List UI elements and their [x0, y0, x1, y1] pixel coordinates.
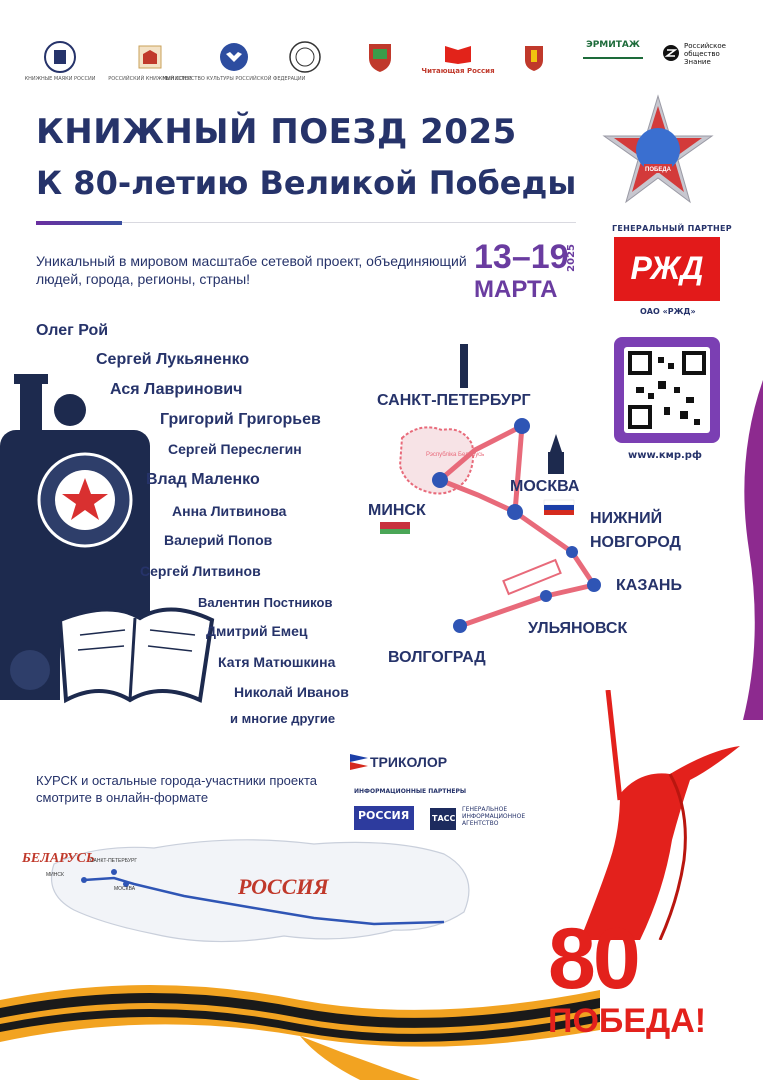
- city-label-minsk: МИНСК: [368, 502, 426, 519]
- divider-accent: [36, 221, 122, 225]
- qr-code[interactable]: [614, 337, 720, 443]
- event-year: 2025: [566, 244, 577, 272]
- city-dot-volgograd: [453, 619, 467, 633]
- logo-book-union: РОССИЙСКИЙ КНИЖНЫЙ СОЮЗ: [108, 40, 192, 82]
- city-dot-nn: [566, 546, 578, 558]
- author-name: Сергей Литвинов: [140, 563, 261, 579]
- website-link[interactable]: www.кмр.рф: [628, 450, 702, 461]
- rzd-name: ОАО «РЖД»: [640, 307, 696, 316]
- general-partner-label: ГЕНЕРАЛЬНЫЙ ПАРТНЕР: [612, 224, 732, 233]
- logo-round-seal: [285, 40, 325, 74]
- city-label-volgograd: ВОЛГОГРАД: [388, 649, 486, 666]
- eagle-emblem-icon: [220, 43, 248, 71]
- city-dot-minsk: [432, 472, 448, 488]
- russia-flag-icon: [543, 499, 575, 515]
- russia-outline: [50, 839, 470, 943]
- logo-shield-emblem: [360, 40, 400, 74]
- order-label: ПОБЕДА: [645, 167, 672, 173]
- author-name: Дмитрий Емец: [206, 623, 308, 639]
- map-label-russia: РОССИЯ: [237, 874, 329, 899]
- tricolor-logo-icon: [350, 754, 368, 770]
- map-label-belarus: БЕЛАРУСЬ: [21, 851, 95, 866]
- logo-chitayushchaya-rossiya: Читающая Россия: [421, 40, 495, 75]
- victory-word: ПОБЕДА!: [548, 1002, 707, 1040]
- city-label-ulyanovsk: УЛЬЯНОВСК: [528, 620, 628, 637]
- round-seal-icon: [289, 41, 321, 73]
- kremlin-tower-icon: [550, 434, 562, 452]
- city-crest-icon: [525, 46, 543, 71]
- qr-code-icon: [628, 351, 706, 429]
- page-subtitle: К 80-летию Великой Победы: [36, 164, 577, 202]
- info-partners-label: ИНФОРМАЦИОННЫЕ ПАРТНЕРЫ: [354, 788, 467, 795]
- logo-city-crest: [514, 40, 554, 74]
- motherland-statue-icon: [580, 690, 740, 940]
- divider: [36, 222, 576, 223]
- page-title: КНИЖНЫЙ ПОЕЗД 2025: [36, 112, 517, 152]
- author-name: Валерий Попов: [164, 532, 273, 548]
- author-name: Олег Рой: [36, 322, 109, 339]
- victory-80-number: 80: [548, 911, 641, 1007]
- author-name: Катя Матюшкина: [218, 654, 336, 670]
- author-name: Сергей Переслегин: [168, 441, 302, 457]
- route-map: Рэспубліка Беларусь: [380, 344, 601, 633]
- belarus-outline: [398, 426, 475, 495]
- city-label-nn-line1: НИЖНИЙ: [590, 510, 663, 527]
- tass-logo: ТАСС: [430, 808, 456, 830]
- route-line-minsk: [439, 477, 517, 515]
- author-name: Сергей Лукьяненко: [96, 351, 250, 368]
- order-of-victory-star-icon: ПОБЕДА: [602, 94, 714, 204]
- event-month: МАРТА: [474, 276, 558, 303]
- author-name: и многие другие: [230, 711, 336, 726]
- tricolor-logo: ТРИКОЛОР: [370, 754, 448, 770]
- author-name: Влад Маленко: [146, 471, 260, 488]
- belarus-flag-icon: [380, 522, 410, 534]
- rzd-logo: РЖД: [614, 237, 720, 301]
- book-ship-icon: [44, 41, 76, 73]
- map-label-moscow: МОСКВА: [114, 886, 136, 892]
- city-dot-kazan: [587, 578, 601, 592]
- online-format-note: КУРСК и остальные города-участники проек…: [36, 773, 318, 805]
- rzd-logo-icon: РЖД: [631, 250, 704, 286]
- author-name: Николай Иванов: [234, 684, 349, 700]
- author-name: Ася Лавринович: [110, 381, 243, 398]
- author-name: Григорий Григорьев: [160, 411, 321, 428]
- partner-logos-row: КНИЖНЫЕ МАЯКИ РОССИИ РОССИЙСКИЙ КНИЖНЫЙ …: [25, 40, 742, 90]
- locomotive-illustration-icon: [0, 374, 215, 704]
- city-label-moscow: МОСКВА: [510, 478, 580, 495]
- project-description: Уникальный в мировом масштабе сетевой пр…: [36, 253, 467, 287]
- route-line: [438, 423, 597, 629]
- map-label-spb: САНКТ-ПЕТЕРБУРГ: [90, 858, 137, 864]
- open-book-icon: [445, 46, 471, 64]
- svg-text:РЖД: РЖД: [631, 250, 704, 286]
- city-dot-ulyanovsk: [540, 590, 552, 602]
- logo-znanie: Российское общество Знание: [662, 40, 742, 66]
- belarus-map-label: Рэспубліка Беларусь: [426, 452, 484, 458]
- st-george-ribbon-icon: [0, 985, 600, 1080]
- logo-knizhnye-mayaki: КНИЖНЫЕ МАЯКИ РОССИИ: [25, 40, 95, 82]
- author-name: Валентин Постников: [198, 595, 333, 610]
- russia-map: БЕЛАРУСЬ РОССИЯ САНКТ-ПЕТЕРБУРГ МИНСК МО…: [21, 839, 470, 943]
- tass-description: ГЕНЕРАЛЬНОЕ ИНФОРМАЦИОННОЕ АГЕНТСТВО: [462, 806, 526, 827]
- event-dates: 13–19: [474, 238, 569, 276]
- shield-emblem-icon: [369, 44, 391, 72]
- city-label-nn-line2: НОВГОРОД: [590, 534, 681, 551]
- logo-ministry-culture: МИНИСТЕРСТВО КУЛЬТУРЫ РОССИЙСКОЙ ФЕДЕРАЦ…: [163, 40, 305, 82]
- book-union-icon: [138, 45, 162, 69]
- city-dot-spb: [514, 418, 530, 434]
- author-name: Анна Литвинова: [172, 503, 287, 519]
- map-route-line: [83, 876, 445, 926]
- logo-hermitage: ЭРМИТАЖ: [578, 40, 648, 59]
- city-label-kazan: КАЗАНЬ: [616, 577, 682, 594]
- city-dot-moscow: [507, 504, 523, 520]
- map-label-minsk: МИНСК: [46, 872, 64, 878]
- city-label-spb: САНКТ-ПЕТЕРБУРГ: [377, 392, 531, 409]
- alexander-column-icon: [460, 344, 468, 388]
- hermitage-icon: [583, 42, 643, 59]
- train-icon: [502, 558, 562, 596]
- purple-ribbon-decoration-icon: [743, 380, 763, 720]
- znanie-icon: [663, 45, 679, 61]
- russia-tv-logo: РОССИЯ: [354, 806, 414, 830]
